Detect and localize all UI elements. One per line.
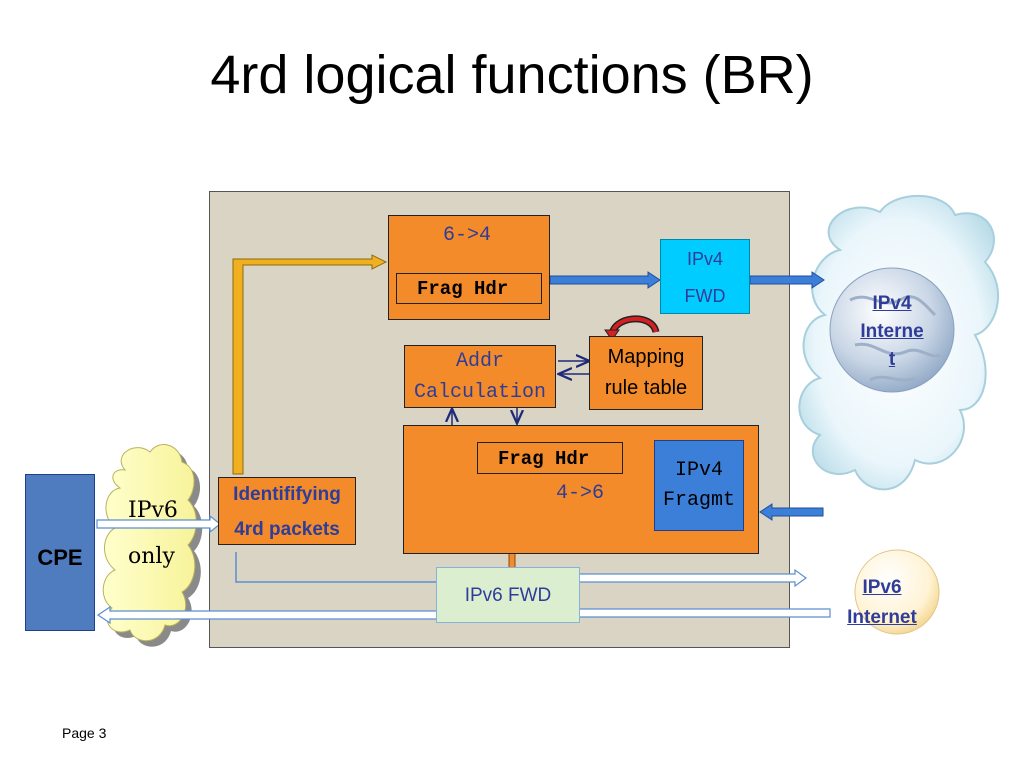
ipv4-fwd-line2: FWD: [684, 286, 726, 306]
frag-hdr-4to6-label: Frag Hdr: [498, 448, 590, 470]
addr-calc-line1: Addr: [455, 350, 504, 373]
box-4to6: Frag Hdr 4->6 IPv4 Fragmt: [403, 425, 759, 554]
ipv4-fwd-line1: IPv4: [686, 249, 724, 269]
box-6to4: 6->4 Frag Hdr: [388, 215, 550, 320]
ipv6-only-line2: only: [128, 544, 175, 569]
yellow-uplink-arrow: [232, 254, 388, 475]
page-number: Page 3: [62, 725, 107, 741]
cpe-box: CPE: [25, 474, 95, 631]
ipv4-internet-line1: IPv4: [872, 293, 912, 314]
ipv4-cloud-shape: [798, 194, 1000, 491]
cpe-label: CPE: [37, 545, 83, 570]
addr-calc-box: Addr Calculation: [404, 345, 556, 408]
ipv4-fragmt-line2: Fragmt: [662, 489, 735, 512]
arrow-ipv6fwd-cpe: [96, 605, 491, 625]
ipv4-internet-line2: Interne: [860, 321, 924, 342]
slide-title: 4rd logical functions (BR): [210, 45, 814, 105]
ipv6-fwd-label: IPv6 FWD: [464, 585, 552, 606]
ipv4-fragmt-box: IPv4 Fragmt: [654, 440, 744, 531]
ipv6-only-line1: IPv6: [128, 498, 178, 523]
identify-box: Identififying 4rd packets: [218, 477, 356, 545]
mapping-line1: Mapping: [607, 346, 685, 368]
box-4to6-label: 4->6: [556, 482, 605, 505]
ipv6-internet-line1: IPv6: [862, 577, 902, 598]
frag-hdr-6to4: Frag Hdr: [396, 273, 542, 304]
ipv4-fragmt-line1: IPv4: [674, 459, 723, 482]
box-6to4-label: 6->4: [443, 224, 492, 247]
mapping-line2: rule table: [604, 377, 688, 399]
ipv6-fwd-box: IPv6 FWD: [436, 567, 580, 623]
ipv6-globe-shape: [854, 549, 940, 635]
arrow-internet-fragmt: [759, 503, 824, 521]
arrow-6to4-fwd: [549, 271, 661, 289]
addr-calc-line2: Calculation: [413, 381, 547, 404]
identify-line1: Identififying: [233, 484, 341, 505]
ipv4-internet-line3: t: [888, 349, 896, 370]
arrow-cpe-identify: [96, 514, 221, 534]
frag-hdr-4to6: Frag Hdr: [477, 442, 623, 474]
ipv4-fwd-box: IPv4 FWD: [660, 239, 750, 314]
arrow-fwd-internet: [749, 271, 825, 289]
identify-line2: 4rd packets: [234, 519, 340, 540]
frag-hdr-6to4-label: Frag Hdr: [417, 278, 509, 300]
mapping-rule-box: Mapping rule table: [589, 336, 703, 410]
ipv6-internet-line2: Internet: [847, 607, 917, 628]
